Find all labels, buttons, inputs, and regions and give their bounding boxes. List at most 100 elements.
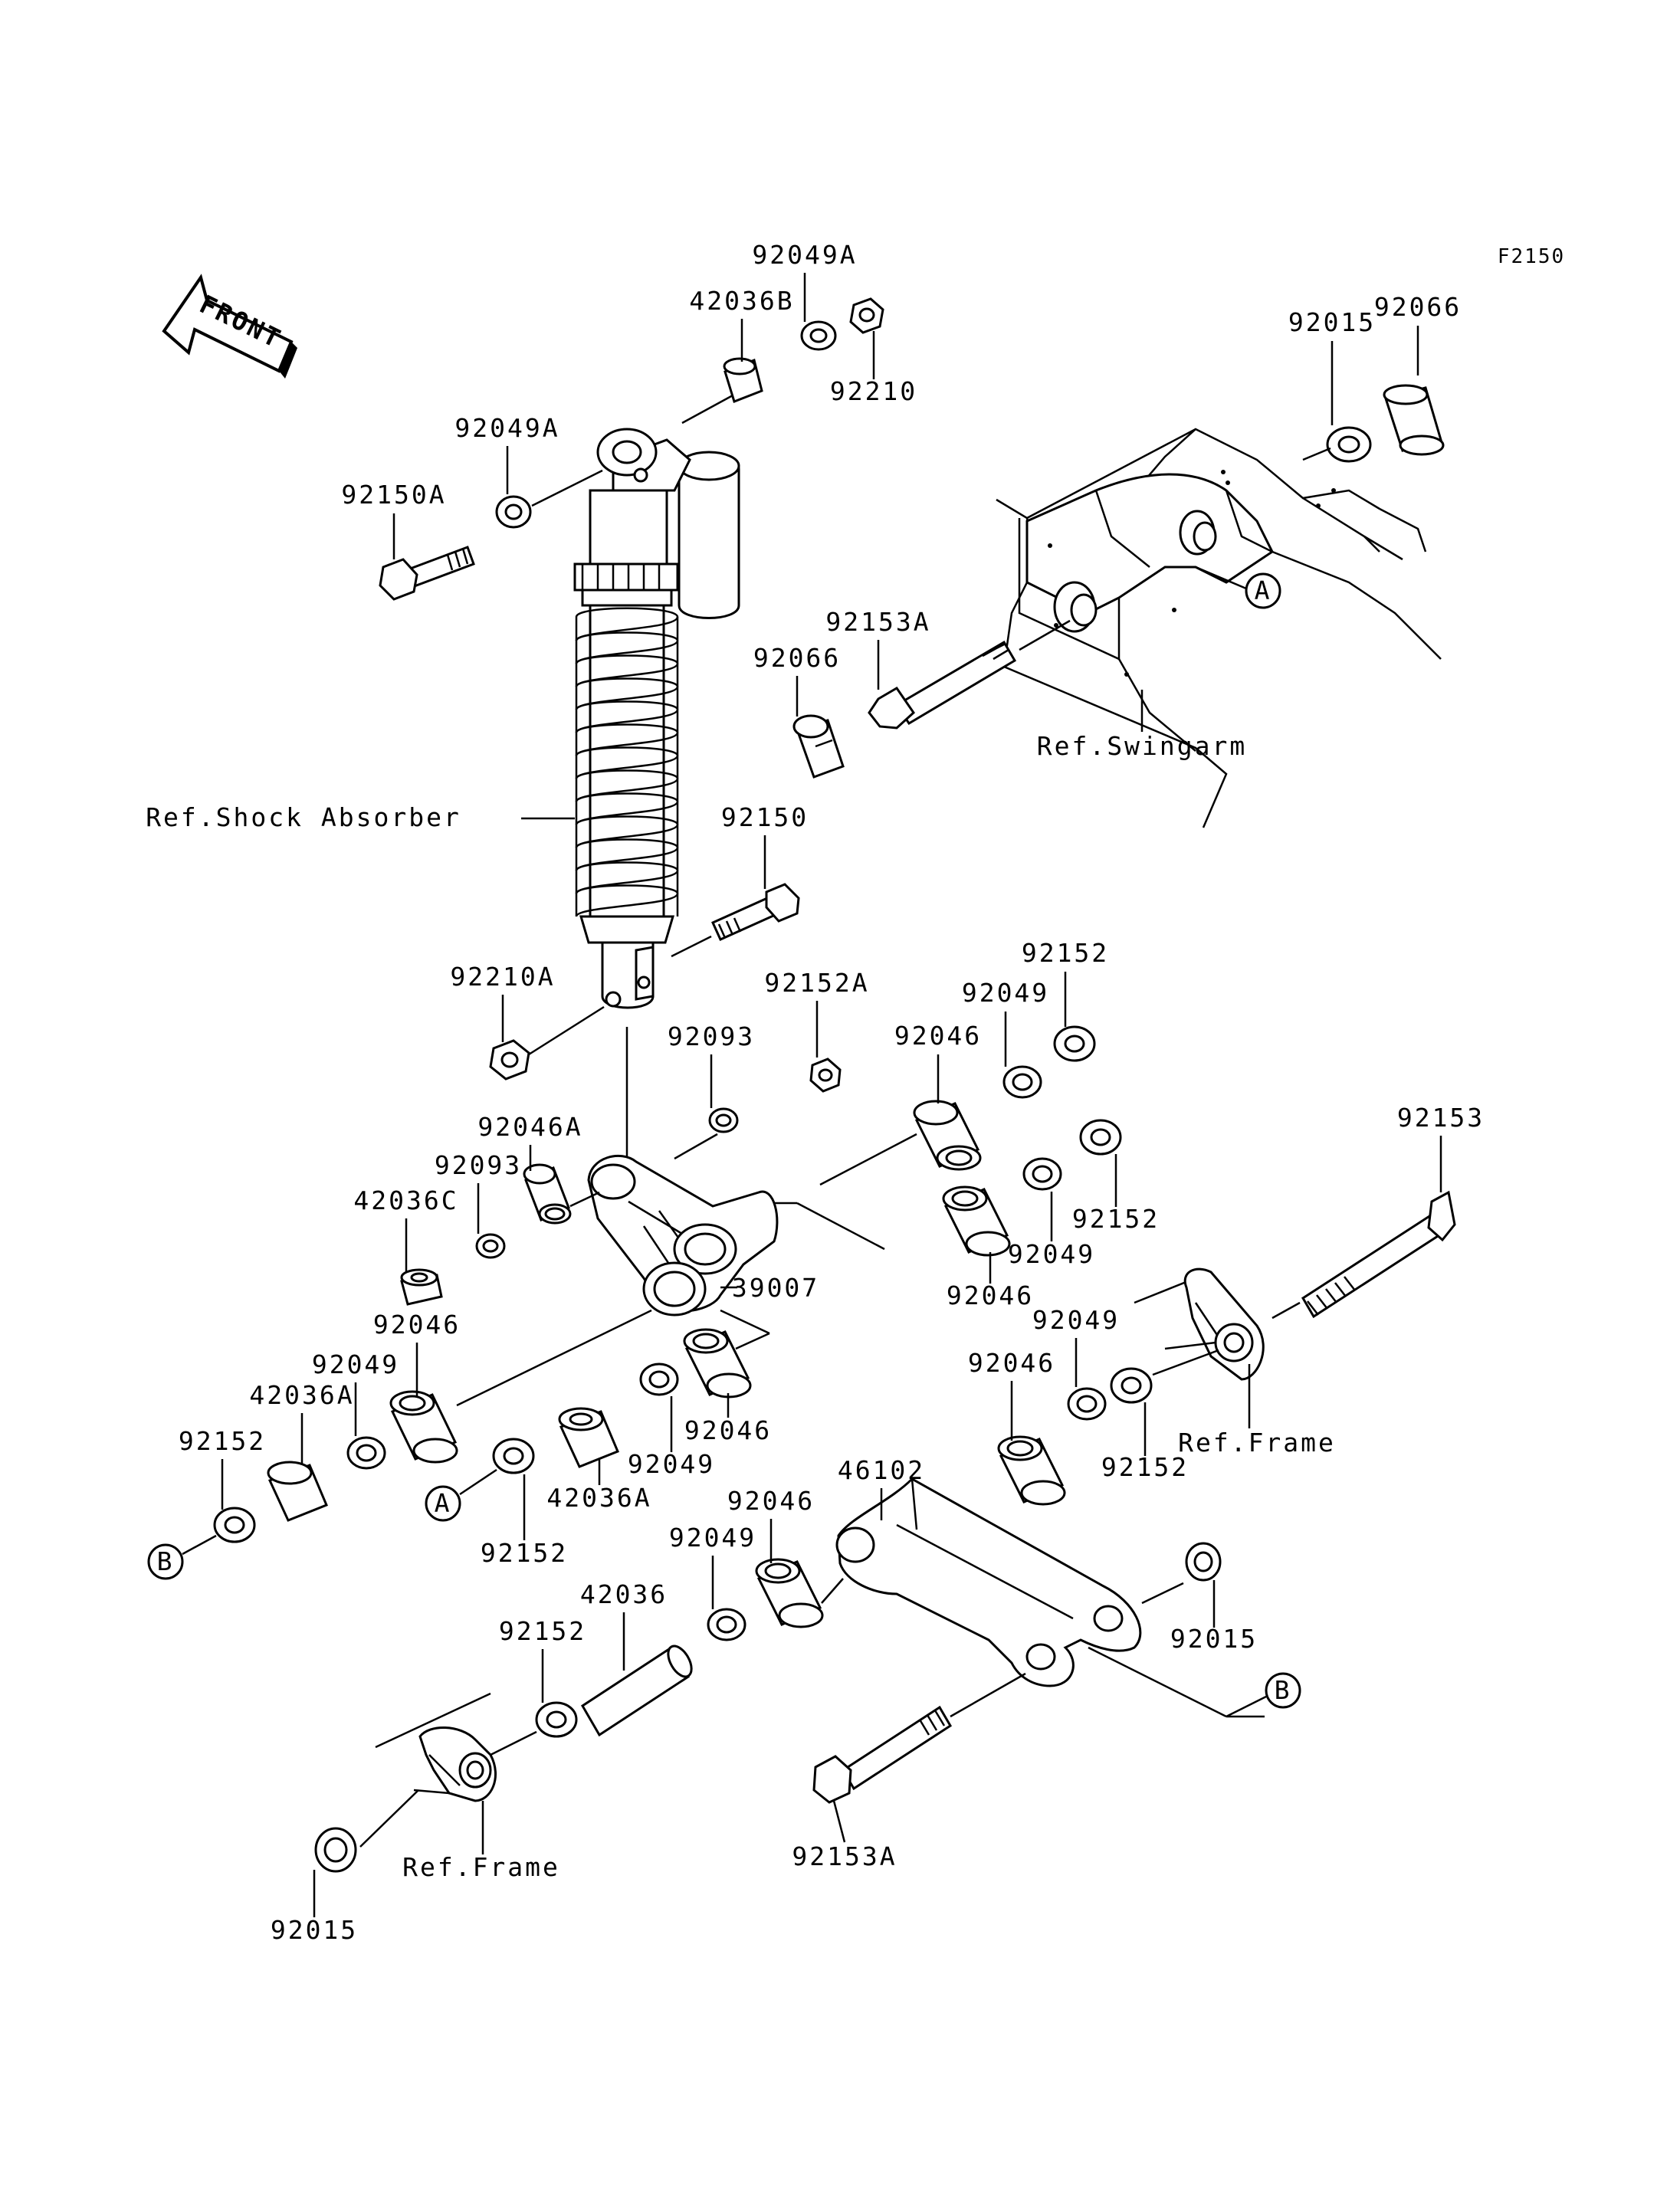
- label-92152-r2: 92152: [1072, 1204, 1160, 1234]
- label-92015-top: 92015: [1288, 307, 1376, 337]
- washer-92049-low-icon: [707, 1608, 746, 1641]
- washer-92049A-top-icon: [800, 320, 837, 351]
- nut-92210A-icon: [489, 1039, 530, 1080]
- label-92152-low: 92152: [499, 1616, 586, 1646]
- collar-42036A-c-icon: [558, 1407, 619, 1468]
- label-92152A: 92152A: [764, 968, 869, 998]
- label-92049-rf: 92049: [1032, 1305, 1120, 1335]
- washer-92152-low-icon: [535, 1701, 578, 1738]
- svg-text:B: B: [157, 1546, 175, 1576]
- bolt-92153-icon: [1301, 1190, 1456, 1319]
- marker-a-swingarm: A: [1245, 572, 1281, 609]
- washer-92049-rf-icon: [1067, 1387, 1107, 1421]
- label-92150A: 92150A: [341, 480, 446, 510]
- nut-92210-icon: [849, 297, 884, 334]
- label-92093-1: 92093: [668, 1021, 755, 1051]
- frame-left-ref-label: Ref.Frame: [402, 1852, 560, 1882]
- bolt-92150A-icon: [379, 546, 475, 601]
- nut-92015-low-icon: [1185, 1542, 1222, 1582]
- label-42036B: 42036B: [689, 286, 794, 316]
- label-92015-bottom: 92015: [271, 1915, 358, 1945]
- label-92049-r1: 92049: [962, 978, 1049, 1008]
- collar-42036B-icon: [723, 357, 763, 403]
- frame-right-ref-label: Ref.Frame: [1178, 1428, 1336, 1458]
- label-92046-rf: 92046: [968, 1348, 1055, 1378]
- label-92066-top: 92066: [1374, 292, 1462, 322]
- cap-92066-mid-icon: [792, 714, 845, 779]
- label-92049A-left: 92049A: [454, 413, 559, 443]
- label-92152-rf: 92152: [1101, 1452, 1189, 1482]
- collar-42036C-icon: [400, 1268, 443, 1306]
- frame-left-reference-drawing: [375, 1692, 497, 1802]
- bearing-92046-c-icon: [683, 1328, 752, 1399]
- collar-42036-icon: [580, 1644, 693, 1737]
- washer-92049-r1-icon: [1002, 1065, 1042, 1099]
- label-92093-2: 92093: [435, 1150, 522, 1180]
- label-92046A: 92046A: [477, 1112, 582, 1142]
- washer-92049-r2-icon: [1022, 1157, 1062, 1191]
- label-92049-r2: 92049: [1008, 1239, 1095, 1269]
- label-92046-r1: 92046: [894, 1021, 982, 1051]
- tie-rod-46102-icon: [835, 1477, 1142, 1687]
- marker-b-left: B: [147, 1543, 184, 1580]
- label-42036C: 42036C: [353, 1185, 458, 1215]
- label-92153: 92153: [1397, 1103, 1485, 1133]
- washer-92152-r1-icon: [1053, 1025, 1096, 1062]
- label-92152-r1: 92152: [1022, 938, 1109, 968]
- label-42036A-c: 42036A: [546, 1483, 651, 1513]
- svg-text:B: B: [1275, 1675, 1292, 1705]
- label-92049-l: 92049: [312, 1349, 399, 1379]
- front-arrow-icon: FRONT: [162, 274, 297, 379]
- washer-92049A-left-icon: [495, 495, 532, 529]
- rocker-arm-39007-icon: [587, 1154, 779, 1317]
- label-42036: 42036: [580, 1579, 668, 1609]
- washer-92152-l-icon: [213, 1507, 256, 1543]
- label-92210A: 92210A: [450, 962, 555, 992]
- washer-92152-rf-icon: [1110, 1367, 1153, 1404]
- label-92049-low: 92049: [669, 1523, 756, 1553]
- label-92046-low: 92046: [727, 1486, 815, 1516]
- swingarm-reference-drawing: [996, 428, 1442, 828]
- bearing-92046A-icon: [523, 1163, 572, 1225]
- nut-92015-top-icon: [1326, 426, 1372, 463]
- label-92153A-bottom: 92153A: [792, 1841, 897, 1871]
- label-92152-c: 92152: [481, 1538, 568, 1568]
- bolt-92153A-top-icon: [868, 640, 1017, 730]
- label-92049-c: 92049: [628, 1449, 715, 1479]
- washer-92049-c-icon: [639, 1362, 679, 1396]
- washer-92049-l-icon: [346, 1436, 386, 1470]
- nut-92152A-icon: [809, 1058, 842, 1093]
- frame-right-reference-drawing: [1134, 1267, 1265, 1381]
- label-92046-l: 92046: [373, 1310, 461, 1340]
- washer-92093-1-icon: [708, 1107, 739, 1133]
- svg-text:A: A: [435, 1488, 452, 1518]
- bushing-92066-top-icon: [1383, 384, 1445, 456]
- label-92152-l: 92152: [179, 1426, 266, 1456]
- swingarm-ref-label: Ref.Swingarm: [1037, 731, 1247, 761]
- bolt-92153A-bottom-icon: [812, 1705, 953, 1804]
- bolt-92150-icon: [711, 883, 800, 941]
- label-92046-r2: 92046: [947, 1280, 1034, 1310]
- svg-text:A: A: [1255, 575, 1272, 605]
- label-46102: 46102: [838, 1455, 925, 1485]
- nut-92015-bottom-icon: [314, 1827, 357, 1873]
- label-92153A-top: 92153A: [825, 607, 930, 637]
- washer-92093-2-icon: [475, 1233, 506, 1259]
- label-92049A-top: 92049A: [752, 240, 857, 270]
- bearing-92046-rf-icon: [997, 1435, 1066, 1506]
- shock-absorber-ref-label: Ref.Shock Absorber: [146, 802, 461, 832]
- marker-a-center: A: [425, 1485, 461, 1522]
- washer-92152-r2-icon: [1079, 1119, 1122, 1156]
- bearing-92046-l-icon: [389, 1390, 458, 1464]
- bearing-92046-r2-icon: [942, 1185, 1011, 1257]
- label-92150: 92150: [721, 802, 809, 832]
- bearing-92046-r1-icon: [913, 1100, 982, 1171]
- label-92046-c: 92046: [684, 1415, 772, 1445]
- collar-42036A-l-icon: [267, 1461, 328, 1522]
- label-42036A-l: 42036A: [249, 1380, 354, 1410]
- diagram-code: F2150: [1498, 245, 1565, 268]
- label-39007: 39007: [732, 1273, 819, 1303]
- label-92015-low: 92015: [1170, 1624, 1258, 1654]
- shock-absorber-reference-drawing: [573, 428, 740, 1009]
